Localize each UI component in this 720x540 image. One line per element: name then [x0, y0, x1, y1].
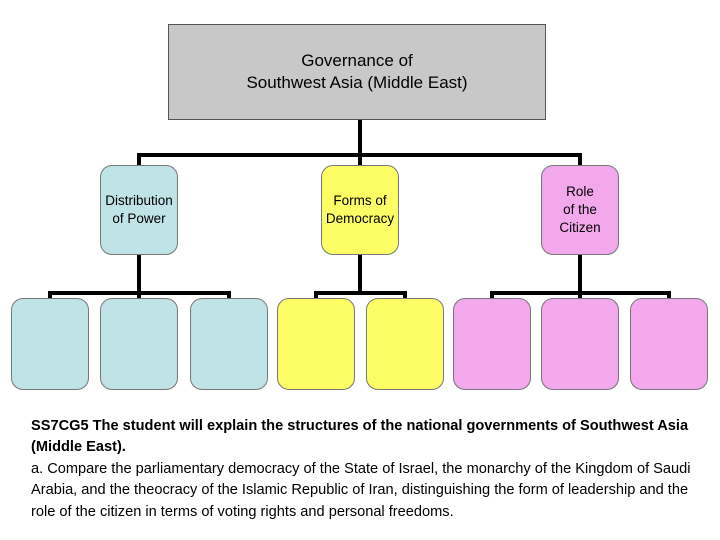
connector-cat2-bar	[314, 291, 407, 295]
standard-heading: SS7CG5 The student will explain the stru…	[31, 418, 689, 456]
connector-leaf2-drop	[137, 291, 141, 299]
connector-leaf3-drop	[227, 291, 231, 299]
connector-leaf5-drop	[403, 291, 407, 299]
root-node: Governance of Southwest Asia (Middle Eas…	[168, 24, 546, 120]
leaf-box-power-2	[100, 298, 178, 390]
connector-cat1-drop	[137, 153, 141, 166]
org-chart: Governance of Southwest Asia (Middle Eas…	[11, 24, 708, 390]
category-distribution-of-power: Distribution of Power	[100, 165, 178, 255]
leaf-box-democracy-2	[366, 298, 444, 390]
connector-leaf7-drop	[578, 291, 582, 299]
connector-leaf6-drop	[490, 291, 494, 299]
connector-leaf8-drop	[667, 291, 671, 299]
connector-leaf1-drop	[48, 291, 52, 299]
leaf-box-citizen-3	[630, 298, 708, 390]
leaf-box-citizen-1	[453, 298, 531, 390]
connector-cat1-stem	[137, 255, 141, 295]
standard-body: a. Compare the parliamentary democracy o…	[31, 460, 691, 520]
connector-cat2-stem	[358, 255, 362, 295]
category-role-of-the-citizen: Role of the Citizen	[541, 165, 619, 255]
leaf-box-citizen-2	[541, 298, 619, 390]
connector-cat2-drop	[358, 153, 362, 166]
standard-text: SS7CG5 The student will explain the stru…	[31, 416, 701, 523]
connector-cat3-stem	[578, 255, 582, 295]
connector-leaf4-drop	[314, 291, 318, 299]
leaf-box-power-3	[190, 298, 268, 390]
connector-cat3-drop	[578, 153, 582, 166]
category-forms-of-democracy: Forms of Democracy	[321, 165, 399, 255]
leaf-box-democracy-1	[277, 298, 355, 390]
leaf-box-power-1	[11, 298, 89, 390]
connector-root-stem	[358, 120, 362, 155]
